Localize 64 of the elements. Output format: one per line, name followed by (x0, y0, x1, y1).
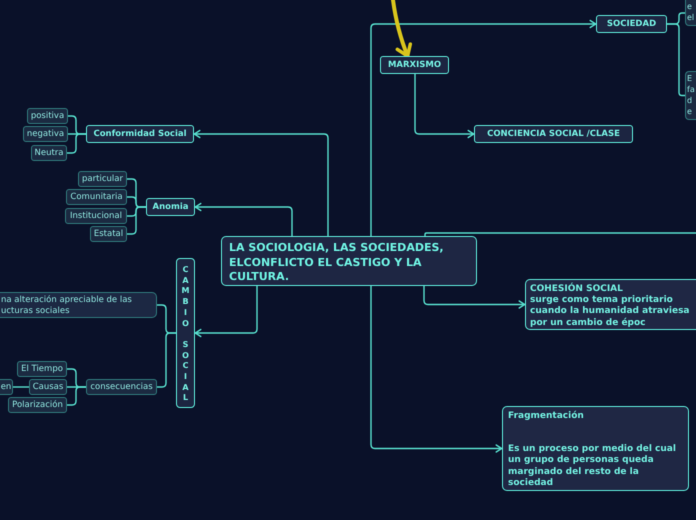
subtopic-text: na alteración apreciable de las ucturas sociales (1, 295, 133, 317)
subtopic-box (86, 379, 157, 395)
note-card (502, 406, 689, 491)
subtopic-box (0, 292, 157, 318)
vertical-topic-text: CAMBIO SOCIAL (182, 265, 190, 404)
topic-text: SOCIEDAD (606, 19, 656, 29)
connector-line (424, 232, 696, 236)
central-topic-box (221, 236, 477, 286)
topic-box (146, 198, 195, 216)
subtopic-text: E fa d e (687, 73, 696, 117)
connector-arrow (370, 20, 596, 236)
subtopic-box (31, 145, 67, 161)
subtopic-box (23, 126, 68, 142)
topic-box (596, 15, 667, 33)
subtopic-box (78, 171, 127, 187)
subtopic-text: Neutra (34, 148, 64, 158)
subtopic-box (66, 189, 127, 205)
topic-text: MARXISMO (388, 60, 442, 70)
subtopic-text: positiva (30, 111, 64, 121)
subtopic-text: Causas (32, 382, 64, 392)
topic-box (86, 125, 194, 143)
subtopic-box (8, 397, 67, 413)
connector-line (127, 206, 146, 235)
connector-arrow (194, 202, 293, 236)
subtopic-text: consecuencias (90, 382, 153, 392)
connector-arrow (194, 130, 329, 236)
subtopic-box (90, 226, 127, 242)
connector-arrow (414, 74, 474, 138)
note-text: surge como tema prioritario cuando la humanidad atraviesa por un cambio de époc (530, 295, 690, 329)
subtopic-text: particular (82, 174, 123, 184)
subtopic-box (0, 379, 13, 395)
subtopic-text: en (0, 382, 12, 392)
subtopic-text: negativa (26, 129, 64, 139)
connector-line (67, 133, 86, 154)
subtopic-text: e el (687, 1, 696, 23)
subtopic-box (65, 208, 127, 224)
subtopic-text: Institucional (70, 211, 122, 221)
subtopic-box (27, 108, 68, 124)
vertical-topic-box (176, 258, 195, 408)
connector-arrow (423, 286, 526, 309)
subtopic-box (29, 379, 67, 395)
note-heading: COHESIÓN SOCIAL (530, 284, 624, 295)
topic-box (474, 125, 633, 143)
central-topic-text: LA SOCIOLOGIA, LAS SOCIEDADES, ELCONFLICTO EL CASTIGO Y LA CULTURA. (229, 241, 445, 284)
subtopic-box (685, 0, 696, 26)
note-text: Es un proceso por medio del cual un grupo de personas queda marginado del resto de la sociedad (508, 444, 676, 490)
connector-arrow (194, 286, 258, 338)
topic-text: Anomia (152, 202, 188, 212)
connector-arrow (370, 286, 502, 453)
connector-line (157, 332, 176, 388)
subtopic-text: El Tiempo (21, 364, 63, 374)
subtopic-text: Comunitaria (70, 192, 123, 202)
highlight-arrow (391, 0, 412, 58)
topic-box (380, 56, 449, 74)
connector-line (67, 386, 86, 406)
subtopic-box (17, 361, 67, 377)
subtopic-text: Polarización (12, 400, 63, 410)
topic-text: CONCIENCIA SOCIAL /CLASE (487, 129, 620, 139)
note-heading: Fragmentación (508, 411, 585, 422)
subtopic-box (685, 71, 696, 120)
note-card (525, 279, 696, 330)
topic-text: Conformidad Social (93, 129, 187, 139)
subtopic-text: Estatal (94, 229, 124, 239)
connector-line (13, 386, 29, 388)
